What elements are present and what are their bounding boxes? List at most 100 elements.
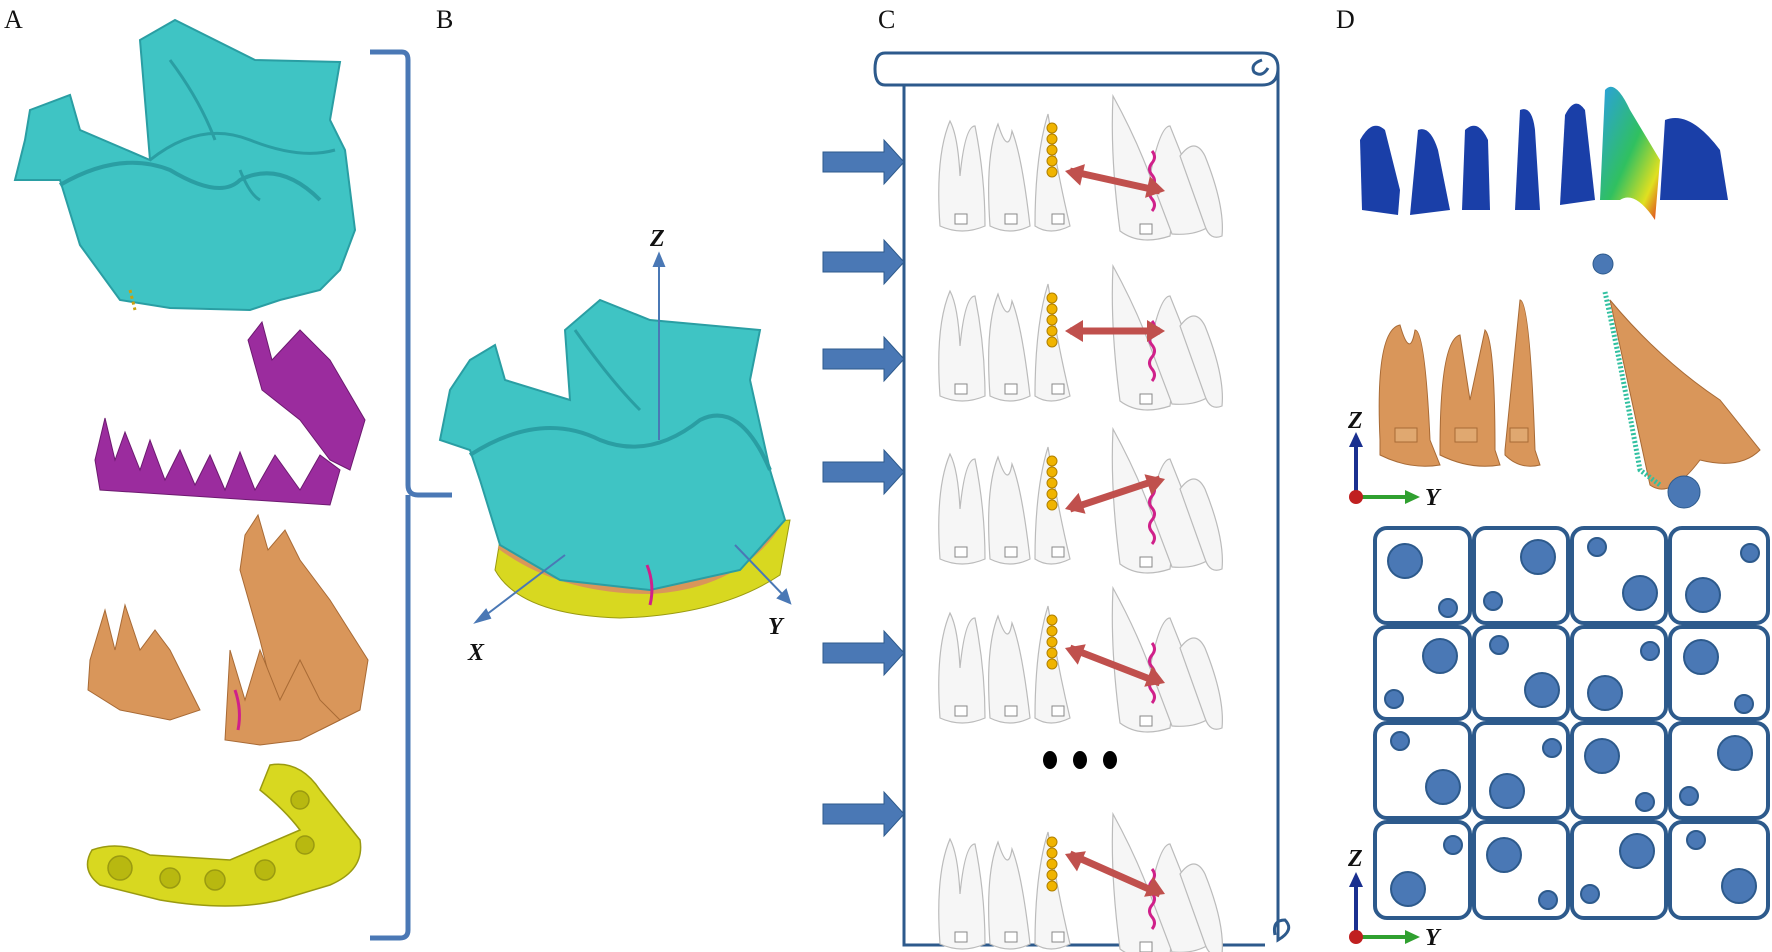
bracket-attachment [1051,705,1065,717]
step-arrow [822,138,905,186]
pdl-node [1734,694,1754,714]
pdl-node [1387,543,1423,579]
bracket-attachment [1051,383,1065,395]
pdl-node [1679,786,1699,806]
bracket-attachment [1004,546,1018,558]
attachment-node [1046,625,1058,637]
attachment-node [1046,133,1058,145]
bracket-attachment [1051,931,1065,943]
attachment-node [1046,166,1058,178]
aligner-model [86,763,362,907]
panel-label-d: D [1336,5,1355,34]
tooth [938,289,986,402]
attachment-node [1046,466,1058,478]
ellipsis-dots [1043,751,1117,769]
tooth [1179,637,1223,730]
pdl-node [1587,675,1623,711]
axis-label-y: Y [1425,485,1442,511]
attachment-node [1046,488,1058,500]
pdl-node [1384,689,1404,709]
assembled-model [438,298,791,619]
bracket-attachment [954,705,968,717]
bracket-attachment [1004,705,1018,717]
force-arrow-head [1145,176,1165,198]
attachment-node [1046,336,1058,348]
bracket-attachment [954,931,968,943]
attachment-node [1046,647,1058,659]
force-arrow-head [1144,474,1165,496]
pdl-node [1619,833,1655,869]
tooth-movement-steps [938,93,1223,952]
tooth [988,292,1031,402]
step-arrow [822,790,905,838]
bracket-attachment [1139,223,1153,235]
attachment-node [1046,144,1058,156]
scroll-frame [873,51,1291,947]
attachment-node [1046,836,1058,848]
step-arrow [822,238,905,286]
force-arrow [1068,475,1162,513]
tooth [938,837,986,950]
attachment-node [1046,314,1058,326]
bracket-attachment [954,213,968,225]
attachment-node [1046,847,1058,859]
coordinate-axes-b [473,251,792,624]
attachment-node [1046,869,1058,881]
attachment-node [1046,614,1058,626]
tooth [988,614,1031,724]
pdl-node [1686,830,1706,850]
bracket-attachment [954,546,968,558]
force-arrow-head [1065,851,1086,872]
attachment-node [1046,880,1058,892]
pdl-node [1489,635,1509,655]
pdl-squiggle [1148,483,1156,545]
iteration-arrows [822,138,905,838]
pdl-node [1390,731,1410,751]
tooth [988,840,1031,950]
force-arrow [1069,167,1161,195]
force-arrow-head [1065,164,1085,186]
tooth [1111,585,1172,733]
pdl-node [1717,735,1753,771]
bracket-attachment [1139,393,1153,405]
attachment-node [1046,658,1058,670]
tooth-step [938,93,1223,241]
step-arrow [822,335,905,383]
pdl-node-grid [1373,526,1770,920]
pdl-node [1524,672,1560,708]
pdl-node [1390,871,1426,907]
pdl-node [1486,837,1522,873]
grid-cell [1668,820,1770,920]
periodontal-ligament-model [94,320,366,506]
force-arrow-head [1144,666,1165,687]
tooth-step [938,811,1223,952]
displacement-contour-teeth [1360,86,1728,221]
pdl-node [1685,577,1721,613]
bracket-attachment [1139,941,1153,952]
attachment-node [1046,858,1058,870]
grid-cell [1570,820,1668,920]
grid-cell [1472,625,1570,721]
coordinate-axes-d-upper: Z Y [1347,408,1442,511]
grid-cell [1570,526,1668,625]
attachment-node [1046,477,1058,489]
teeth-model [87,513,369,746]
pdl-node [1520,539,1556,575]
bracket-attachment [1139,715,1153,727]
panel-b: Z X Y [438,226,792,666]
pdl-node [1635,792,1655,812]
pdl-node [1580,884,1600,904]
pdl-node [1422,638,1458,674]
force-arrow-head [1065,492,1086,514]
tooth [988,122,1031,232]
step-arrow [822,629,905,677]
tooth-step [938,263,1223,411]
pdl-node [1587,537,1607,557]
force-arrow-head [1065,644,1086,665]
attachment-node [1046,155,1058,167]
force-arrow [1068,644,1162,687]
bracket-attachment [1004,383,1018,395]
pdl-node [1443,835,1463,855]
axis-label-z: Z [1347,846,1363,872]
